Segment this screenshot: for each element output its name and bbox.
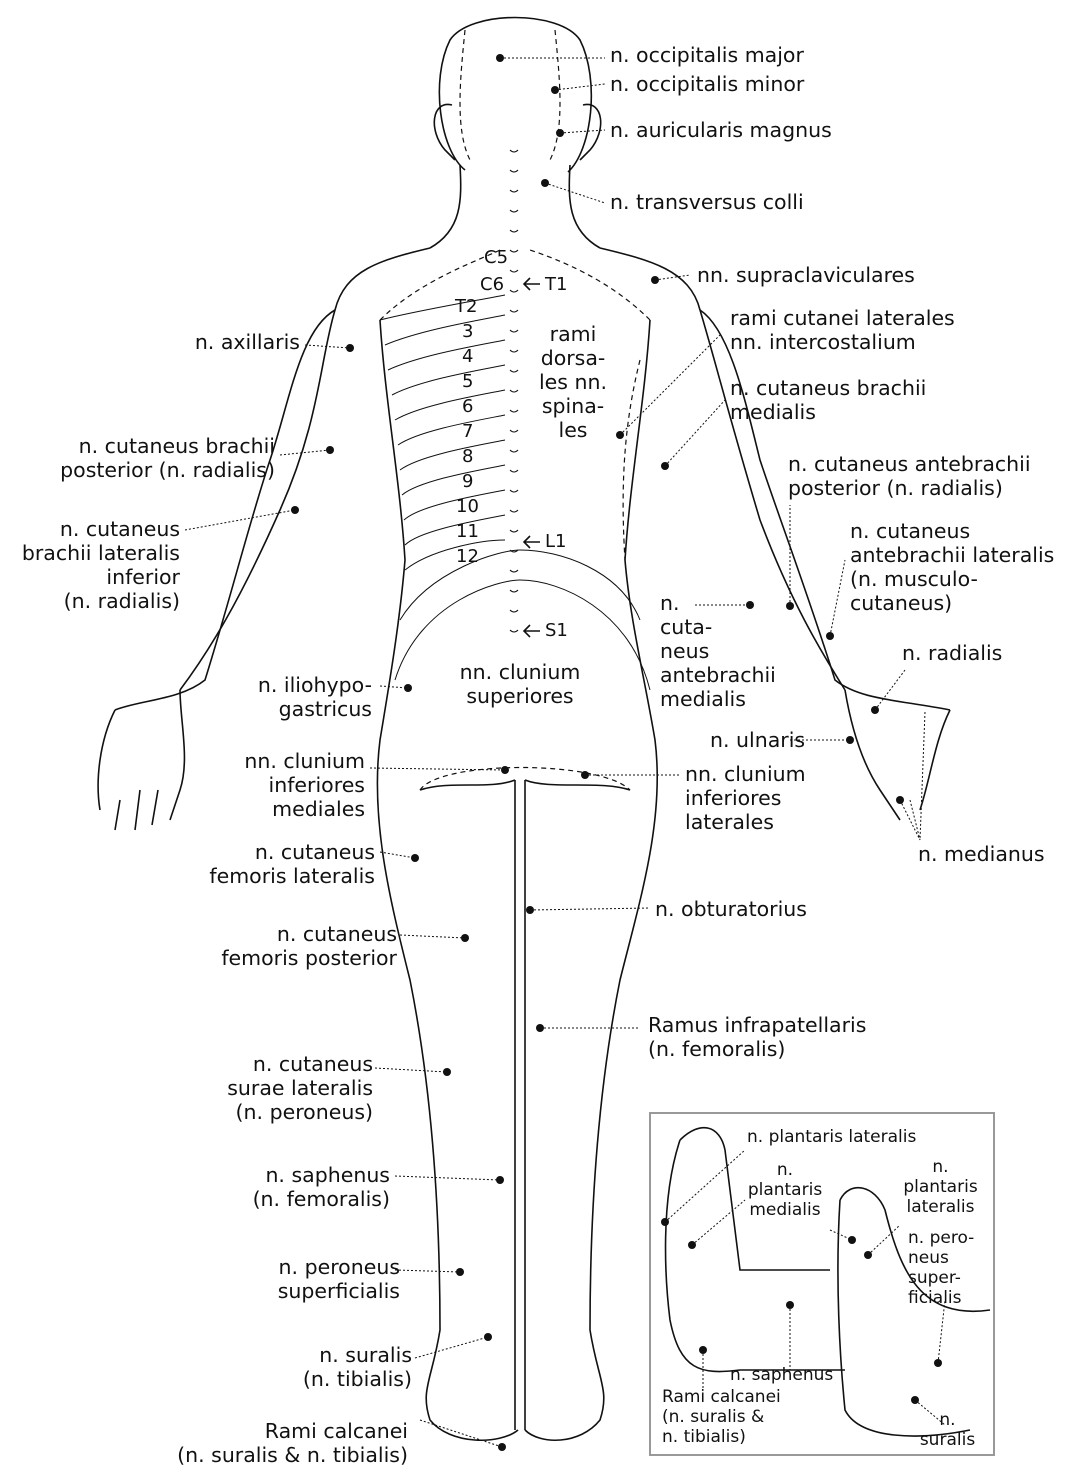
inset-plantaris-lateralis-right: n. plantaris lateralis <box>893 1157 988 1217</box>
label-clunium-inferiores-laterales: nn. clunium inferiores laterales <box>685 762 806 834</box>
label-ulnaris: n. ulnaris <box>710 728 805 752</box>
segment-5: 5 <box>462 372 473 392</box>
segment-t1: T1 <box>545 275 567 295</box>
inset-peroneus-superficialis: n. pero- neus super- ficialis <box>908 1228 974 1308</box>
label-saphenus: n. saphenus (n. femoralis) <box>200 1163 390 1211</box>
segment-c6: C6 <box>480 275 504 295</box>
label-cutaneus-antebrachii-medialis: n. cuta- neus antebrachii medialis <box>660 591 776 711</box>
label-suralis: n. suralis (n. tibialis) <box>250 1343 412 1391</box>
segment-t2: T2 <box>455 297 477 317</box>
label-axillaris: n. axillaris <box>140 330 300 354</box>
segment-8: 8 <box>462 447 473 467</box>
label-cutaneus-brachii-posterior: n. cutaneus brachii posterior (n. radial… <box>20 434 275 482</box>
segment-c5: C5 <box>484 248 508 268</box>
inset-saphenus: n. saphenus <box>730 1365 833 1385</box>
segment-10: 10 <box>456 497 479 517</box>
label-auricularis-magnus: n. auricularis magnus <box>610 118 832 142</box>
label-cutaneus-antebrachii-lateralis: n. cutaneus antebrachii lateralis (n. mu… <box>850 519 1054 615</box>
inset-plantaris-lateralis-top: n. plantaris lateralis <box>747 1127 916 1147</box>
segment-3: 3 <box>462 322 473 342</box>
label-rami-dorsales: rami dorsa- les nn. spina- les <box>528 322 618 442</box>
segment-s1: S1 <box>545 621 568 641</box>
label-clunium-superiores: nn. clunium superiores <box>440 660 600 708</box>
inset-rami-calcanei: Rami calcanei (n. suralis & n. tibialis) <box>662 1387 781 1447</box>
spine-marks <box>510 150 518 632</box>
label-obturatorius: n. obturatorius <box>655 897 807 921</box>
segment-12: 12 <box>456 547 479 567</box>
inset-plantaris-medialis: n. plantaris medialis <box>740 1160 830 1220</box>
label-occipitalis-major: n. occipitalis major <box>610 43 804 67</box>
label-iliohypogastricus: n. iliohypo- gastricus <box>220 673 372 721</box>
label-clunium-inferiores-mediales: nn. clunium inferiores mediales <box>220 749 365 821</box>
label-cutaneus-antebrachii-posterior: n. cutaneus antebrachii posterior (n. ra… <box>788 452 1031 500</box>
label-occipitalis-minor: n. occipitalis minor <box>610 72 804 96</box>
label-cutaneus-femoris-lateralis: n. cutaneus femoris lateralis <box>170 840 375 888</box>
label-radialis: n. radialis <box>902 641 1002 665</box>
label-transversus-colli: n. transversus colli <box>610 190 804 214</box>
segment-11: 11 <box>456 522 479 542</box>
label-cutaneus-femoris-posterior: n. cutaneus femoris posterior <box>170 922 397 970</box>
segment-l1: L1 <box>545 532 566 552</box>
label-rami-calcanei: Rami calcanei (n. suralis & n. tibialis) <box>150 1419 408 1467</box>
label-peroneus-superficialis: n. peroneus superficialis <box>200 1255 400 1303</box>
label-cutaneus-surae-lateralis: n. cutaneus surae lateralis (n. peroneus… <box>190 1052 373 1124</box>
label-cutaneus-brachii-lateralis-inferior: n. cutaneus brachii lateralis inferior (… <box>0 517 180 613</box>
segment-9: 9 <box>462 472 473 492</box>
segment-7: 7 <box>462 422 473 442</box>
label-supraclaviculares: nn. supraclaviculares <box>697 263 915 287</box>
label-medianus: n. medianus <box>918 842 1045 866</box>
label-ramus-infrapatellaris: Ramus infrapatellaris (n. femoralis) <box>648 1013 866 1061</box>
inset-suralis: n. suralis <box>910 1410 985 1450</box>
label-cutaneus-brachii-medialis: n. cutaneus brachii medialis <box>730 376 926 424</box>
segment-6: 6 <box>462 397 473 417</box>
segment-4: 4 <box>462 347 473 367</box>
body-outline <box>98 18 950 1441</box>
label-rami-cutanei-laterales: rami cutanei laterales nn. intercostaliu… <box>730 306 955 354</box>
